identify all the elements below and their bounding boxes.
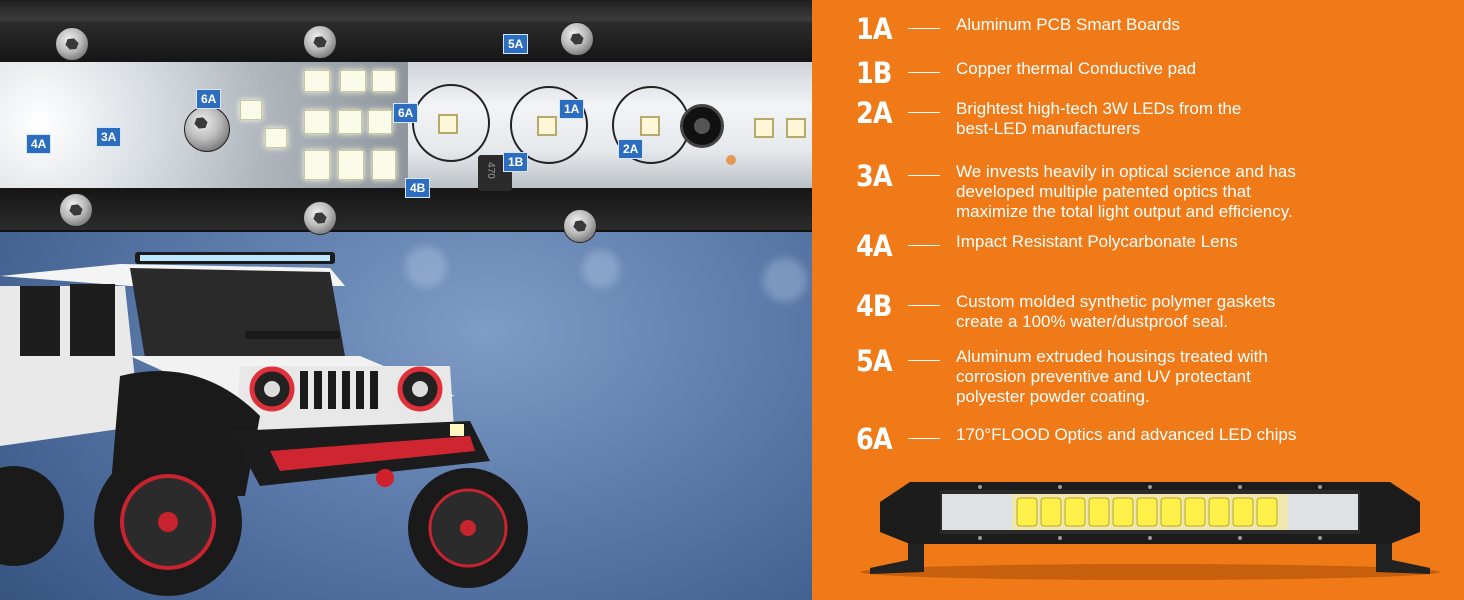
leader-line <box>908 245 940 246</box>
led-light-bar-icon <box>860 482 1440 580</box>
screw-icon <box>184 106 230 152</box>
led-chip-icon <box>372 150 396 180</box>
led-chip-icon <box>372 70 396 92</box>
feature-description: 170°FLOOD Optics and advanced LED chips <box>956 425 1297 444</box>
callout-tag-1a: 1A <box>559 99 585 119</box>
led-chip-icon <box>438 114 458 134</box>
leader-line <box>908 175 940 176</box>
leader-line <box>908 438 940 439</box>
led-chip-icon <box>537 116 557 136</box>
housing-top-rail <box>0 22 812 62</box>
feature-description: Aluminum extruded housings treated with … <box>956 347 1268 406</box>
capacitor-label: 470 <box>484 162 496 179</box>
callout-tag-6a: 6A <box>196 89 222 109</box>
led-chip-icon <box>338 110 362 134</box>
feature-code: 4B <box>856 289 892 323</box>
feature-description: Aluminum PCB Smart Boards <box>956 15 1180 34</box>
feature-code: 1A <box>856 12 893 46</box>
screw-icon <box>59 193 93 227</box>
feature-code: 5A <box>856 344 893 378</box>
feature-description: Brightest high-tech 3W LEDs from the bes… <box>956 99 1242 138</box>
optic-ring <box>412 84 490 162</box>
optic-ring <box>510 86 588 164</box>
indicator-dot <box>726 155 736 165</box>
bokeh-light <box>405 246 447 288</box>
mounting-hole <box>680 104 724 148</box>
led-chip-icon <box>754 118 774 138</box>
feature-description: Custom molded synthetic polymer gaskets … <box>956 292 1276 331</box>
leader-line <box>908 112 940 113</box>
feature-description: Copper thermal Conductive pad <box>956 59 1197 78</box>
callout-tag-3a: 3A <box>96 127 122 147</box>
feature-code: 6A <box>856 422 893 456</box>
callout-tag-2a: 2A <box>618 139 644 159</box>
feature-code: 4A <box>856 229 893 263</box>
led-chip-icon <box>340 70 366 92</box>
jeep-vehicle-icon <box>0 252 528 596</box>
feature-code: 1B <box>856 56 892 90</box>
feature-code: 3A <box>856 159 893 193</box>
led-chip-icon <box>265 128 287 148</box>
led-chip-icon <box>640 116 660 136</box>
feature-description: We invests heavily in optical science an… <box>956 162 1296 221</box>
leader-line <box>908 28 940 29</box>
screw-icon <box>303 201 337 235</box>
feature-code: 2A <box>856 96 893 130</box>
callout-tag-4a: 4A <box>26 134 52 154</box>
bokeh-light <box>582 250 620 288</box>
led-chip-icon <box>304 70 330 92</box>
callout-tag-4b: 4B <box>405 178 431 198</box>
leader-line <box>908 360 940 361</box>
screw-icon <box>560 22 594 56</box>
light-bar-closeup: 470 5A 6A 6A 1A 4A 3A 2A 1B 4B <box>0 0 812 243</box>
bokeh-light <box>763 258 807 302</box>
feature-description: Impact Resistant Polycarbonate Lens <box>956 232 1238 251</box>
led-chip-icon <box>786 118 806 138</box>
screw-icon <box>55 27 89 61</box>
screw-icon <box>303 25 337 59</box>
screw-icon <box>563 209 597 243</box>
callout-tag-1b: 1B <box>503 152 529 172</box>
callout-tag-5a: 5A <box>503 34 529 54</box>
led-chip-icon <box>304 110 330 134</box>
led-chip-icon <box>304 150 330 180</box>
product-closeup-panel: 470 5A 6A 6A 1A 4A 3A 2A 1B 4B <box>0 0 812 600</box>
leader-line <box>908 72 940 73</box>
leader-line <box>908 305 940 306</box>
led-chip-icon <box>368 110 392 134</box>
callout-tag-6a: 6A <box>393 103 419 123</box>
led-chip-icon <box>338 150 364 180</box>
led-chip-icon <box>240 100 262 120</box>
